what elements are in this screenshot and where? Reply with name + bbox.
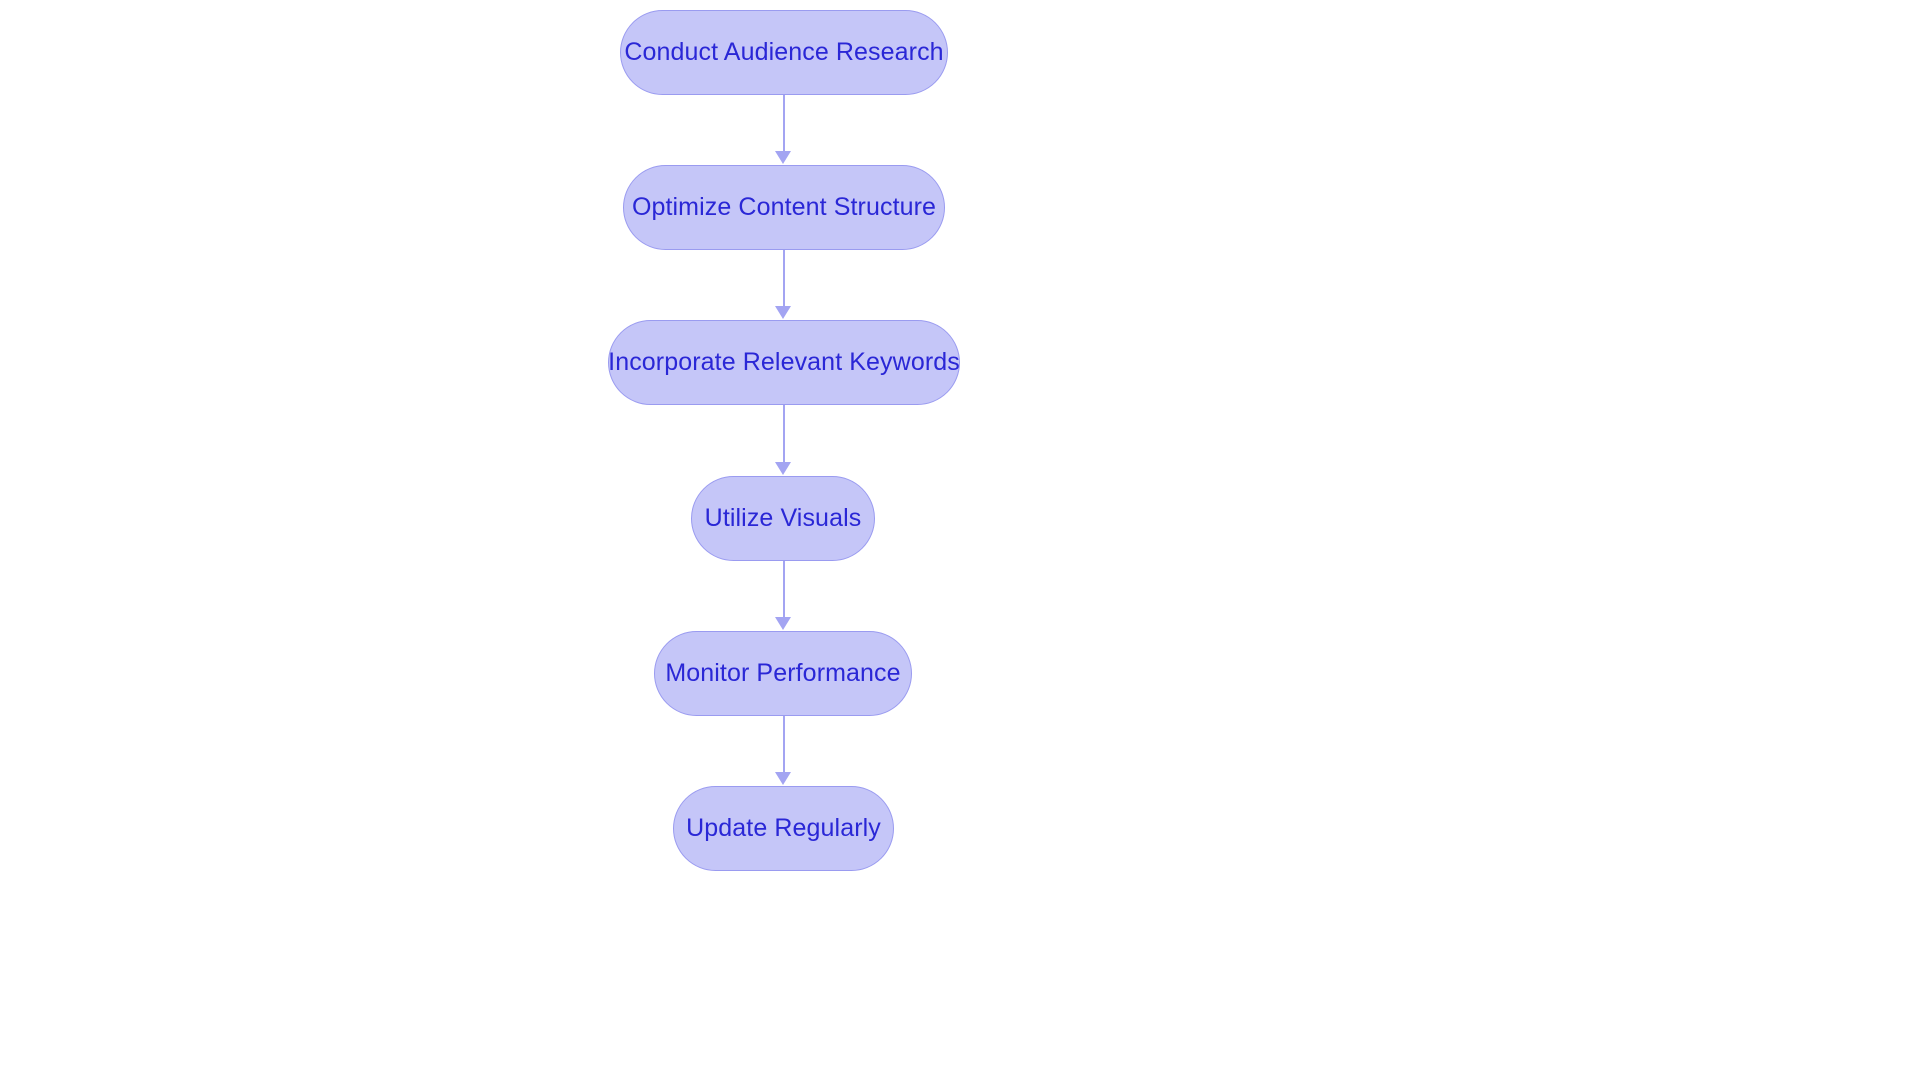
flow-node-monitor-performance[interactable]: Monitor Performance: [654, 631, 912, 716]
flow-node-label: Incorporate Relevant Keywords: [608, 348, 960, 376]
flow-edge-4: [783, 561, 785, 617]
flow-edge-2: [783, 250, 785, 306]
flow-node-label: Optimize Content Structure: [631, 193, 937, 221]
flow-node-label: Monitor Performance: [665, 659, 901, 687]
flow-edge-3: [783, 405, 785, 462]
flow-edge-5: [783, 716, 785, 772]
flow-node-label: Conduct Audience Research: [624, 38, 944, 66]
flow-node-update-regularly[interactable]: Update Regularly: [673, 786, 894, 871]
flow-node-conduct-audience-research[interactable]: Conduct Audience Research: [620, 10, 948, 95]
flow-node-label: Update Regularly: [686, 814, 881, 842]
flow-arrowhead-5: [775, 772, 791, 785]
flow-node-optimize-content-structure[interactable]: Optimize Content Structure: [623, 165, 945, 250]
flow-arrowhead-4: [775, 617, 791, 630]
flow-node-utilize-visuals[interactable]: Utilize Visuals: [691, 476, 875, 561]
flow-edge-1: [783, 95, 785, 151]
flow-arrowhead-2: [775, 306, 791, 319]
flow-node-label: Utilize Visuals: [704, 504, 862, 532]
flow-node-incorporate-relevant-keywords[interactable]: Incorporate Relevant Keywords: [608, 320, 960, 405]
flow-arrowhead-3: [775, 462, 791, 475]
flow-arrowhead-1: [775, 151, 791, 164]
